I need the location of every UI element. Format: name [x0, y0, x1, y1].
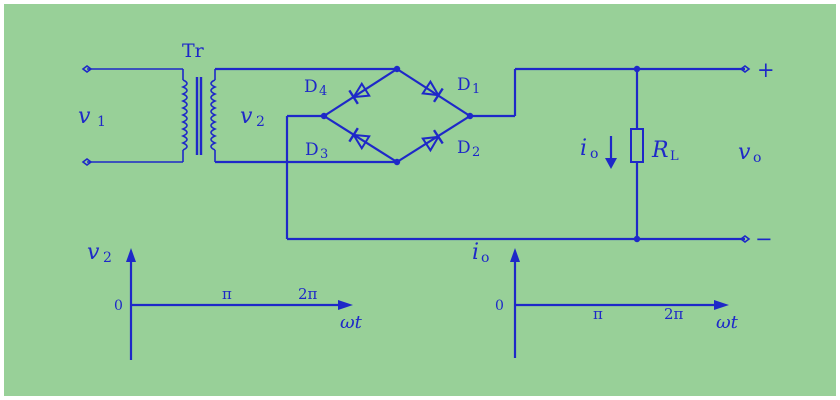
graph-v2-y-subscript: 2: [103, 250, 112, 266]
circuit-labels: Tr v 1 v 2 D 4 D 1 D 3 D 2 i o R L v o +…: [78, 40, 775, 251]
input-voltage-label: v: [78, 104, 91, 129]
output-voltage-label: v: [738, 140, 751, 165]
input-terminals: [81, 65, 183, 166]
load-node-top: [633, 65, 641, 73]
d1-label: D: [457, 75, 471, 95]
load-subscript: L: [670, 149, 679, 164]
graph-io-tick-2pi: 2π: [664, 305, 684, 323]
bridge-arm-d4: [323, 68, 398, 117]
bridge-arm-d2: [396, 115, 471, 163]
plus-sign: +: [757, 58, 775, 82]
d2-subscript: 2: [472, 145, 480, 160]
d1-subscript: 1: [472, 82, 480, 97]
output-terminal-negative: [739, 235, 751, 243]
graph-io-tick-pi: π: [593, 305, 603, 323]
graph-io-y-subscript: o: [481, 250, 489, 266]
d2-label: D: [457, 138, 471, 158]
bridge-arm-d1: [396, 68, 471, 117]
d4-subscript: 4: [319, 84, 327, 99]
graph-io-origin: 0: [495, 298, 504, 314]
graph-io-x-label: ωt: [716, 312, 739, 333]
bridge-arm-d3: [323, 115, 398, 163]
diode-d1-symbol: [421, 79, 444, 103]
bridge-rectifier: [320, 65, 474, 166]
minus-sign: −: [755, 227, 773, 251]
load-resistor: [630, 128, 644, 163]
bridge-node-top: [393, 65, 401, 73]
graph-v2-x-label: ωt: [340, 312, 363, 333]
d4-label: D: [304, 77, 318, 97]
bridge-node-left: [320, 112, 328, 120]
diode-d3-symbol: [348, 127, 371, 151]
load-label: R: [651, 138, 669, 163]
current-arrowhead: [605, 158, 617, 169]
transformer: [181, 69, 217, 162]
secondary-voltage-label: v: [240, 104, 253, 129]
graph-io-y-arrow: [510, 248, 520, 262]
secondary-coil: [210, 79, 217, 151]
panel-background: [4, 4, 836, 396]
primary-coil: [181, 79, 188, 151]
input-terminal-top: [81, 65, 93, 73]
output-current-subscript: o: [590, 146, 598, 162]
graph-io: i o 0 π 2π ωt: [472, 240, 739, 358]
bridge-node-bottom: [393, 158, 401, 166]
graph-v2-y-label: v: [87, 240, 100, 265]
graph-io-x-arrow: [714, 300, 729, 310]
graph-io-y-label: i: [472, 240, 479, 265]
diode-d4-symbol: [348, 81, 371, 105]
output-current-label: i: [580, 136, 587, 161]
secondary-voltage-subscript: 2: [256, 114, 265, 130]
d3-label: D: [305, 140, 319, 160]
d3-subscript: 3: [320, 147, 328, 162]
diode-d2-symbol: [421, 129, 444, 153]
graph-v2-tick-pi: π: [222, 285, 232, 303]
output-terminal-positive: [739, 65, 751, 73]
output-voltage-subscript: o: [753, 150, 761, 166]
secondary-wiring: [215, 67, 745, 241]
output-wiring: [470, 65, 751, 243]
graph-v2: v 2 0 π 2π ωt: [87, 240, 363, 360]
load-node-bottom: [633, 235, 641, 243]
graph-v2-x-arrow: [338, 300, 353, 310]
input-terminal-bottom: [81, 158, 93, 166]
graph-v2-y-arrow: [126, 248, 136, 262]
graph-v2-origin: 0: [114, 298, 123, 314]
input-voltage-subscript: 1: [97, 114, 106, 130]
graph-v2-tick-2pi: 2π: [298, 285, 318, 303]
transformer-label: Tr: [182, 40, 205, 62]
